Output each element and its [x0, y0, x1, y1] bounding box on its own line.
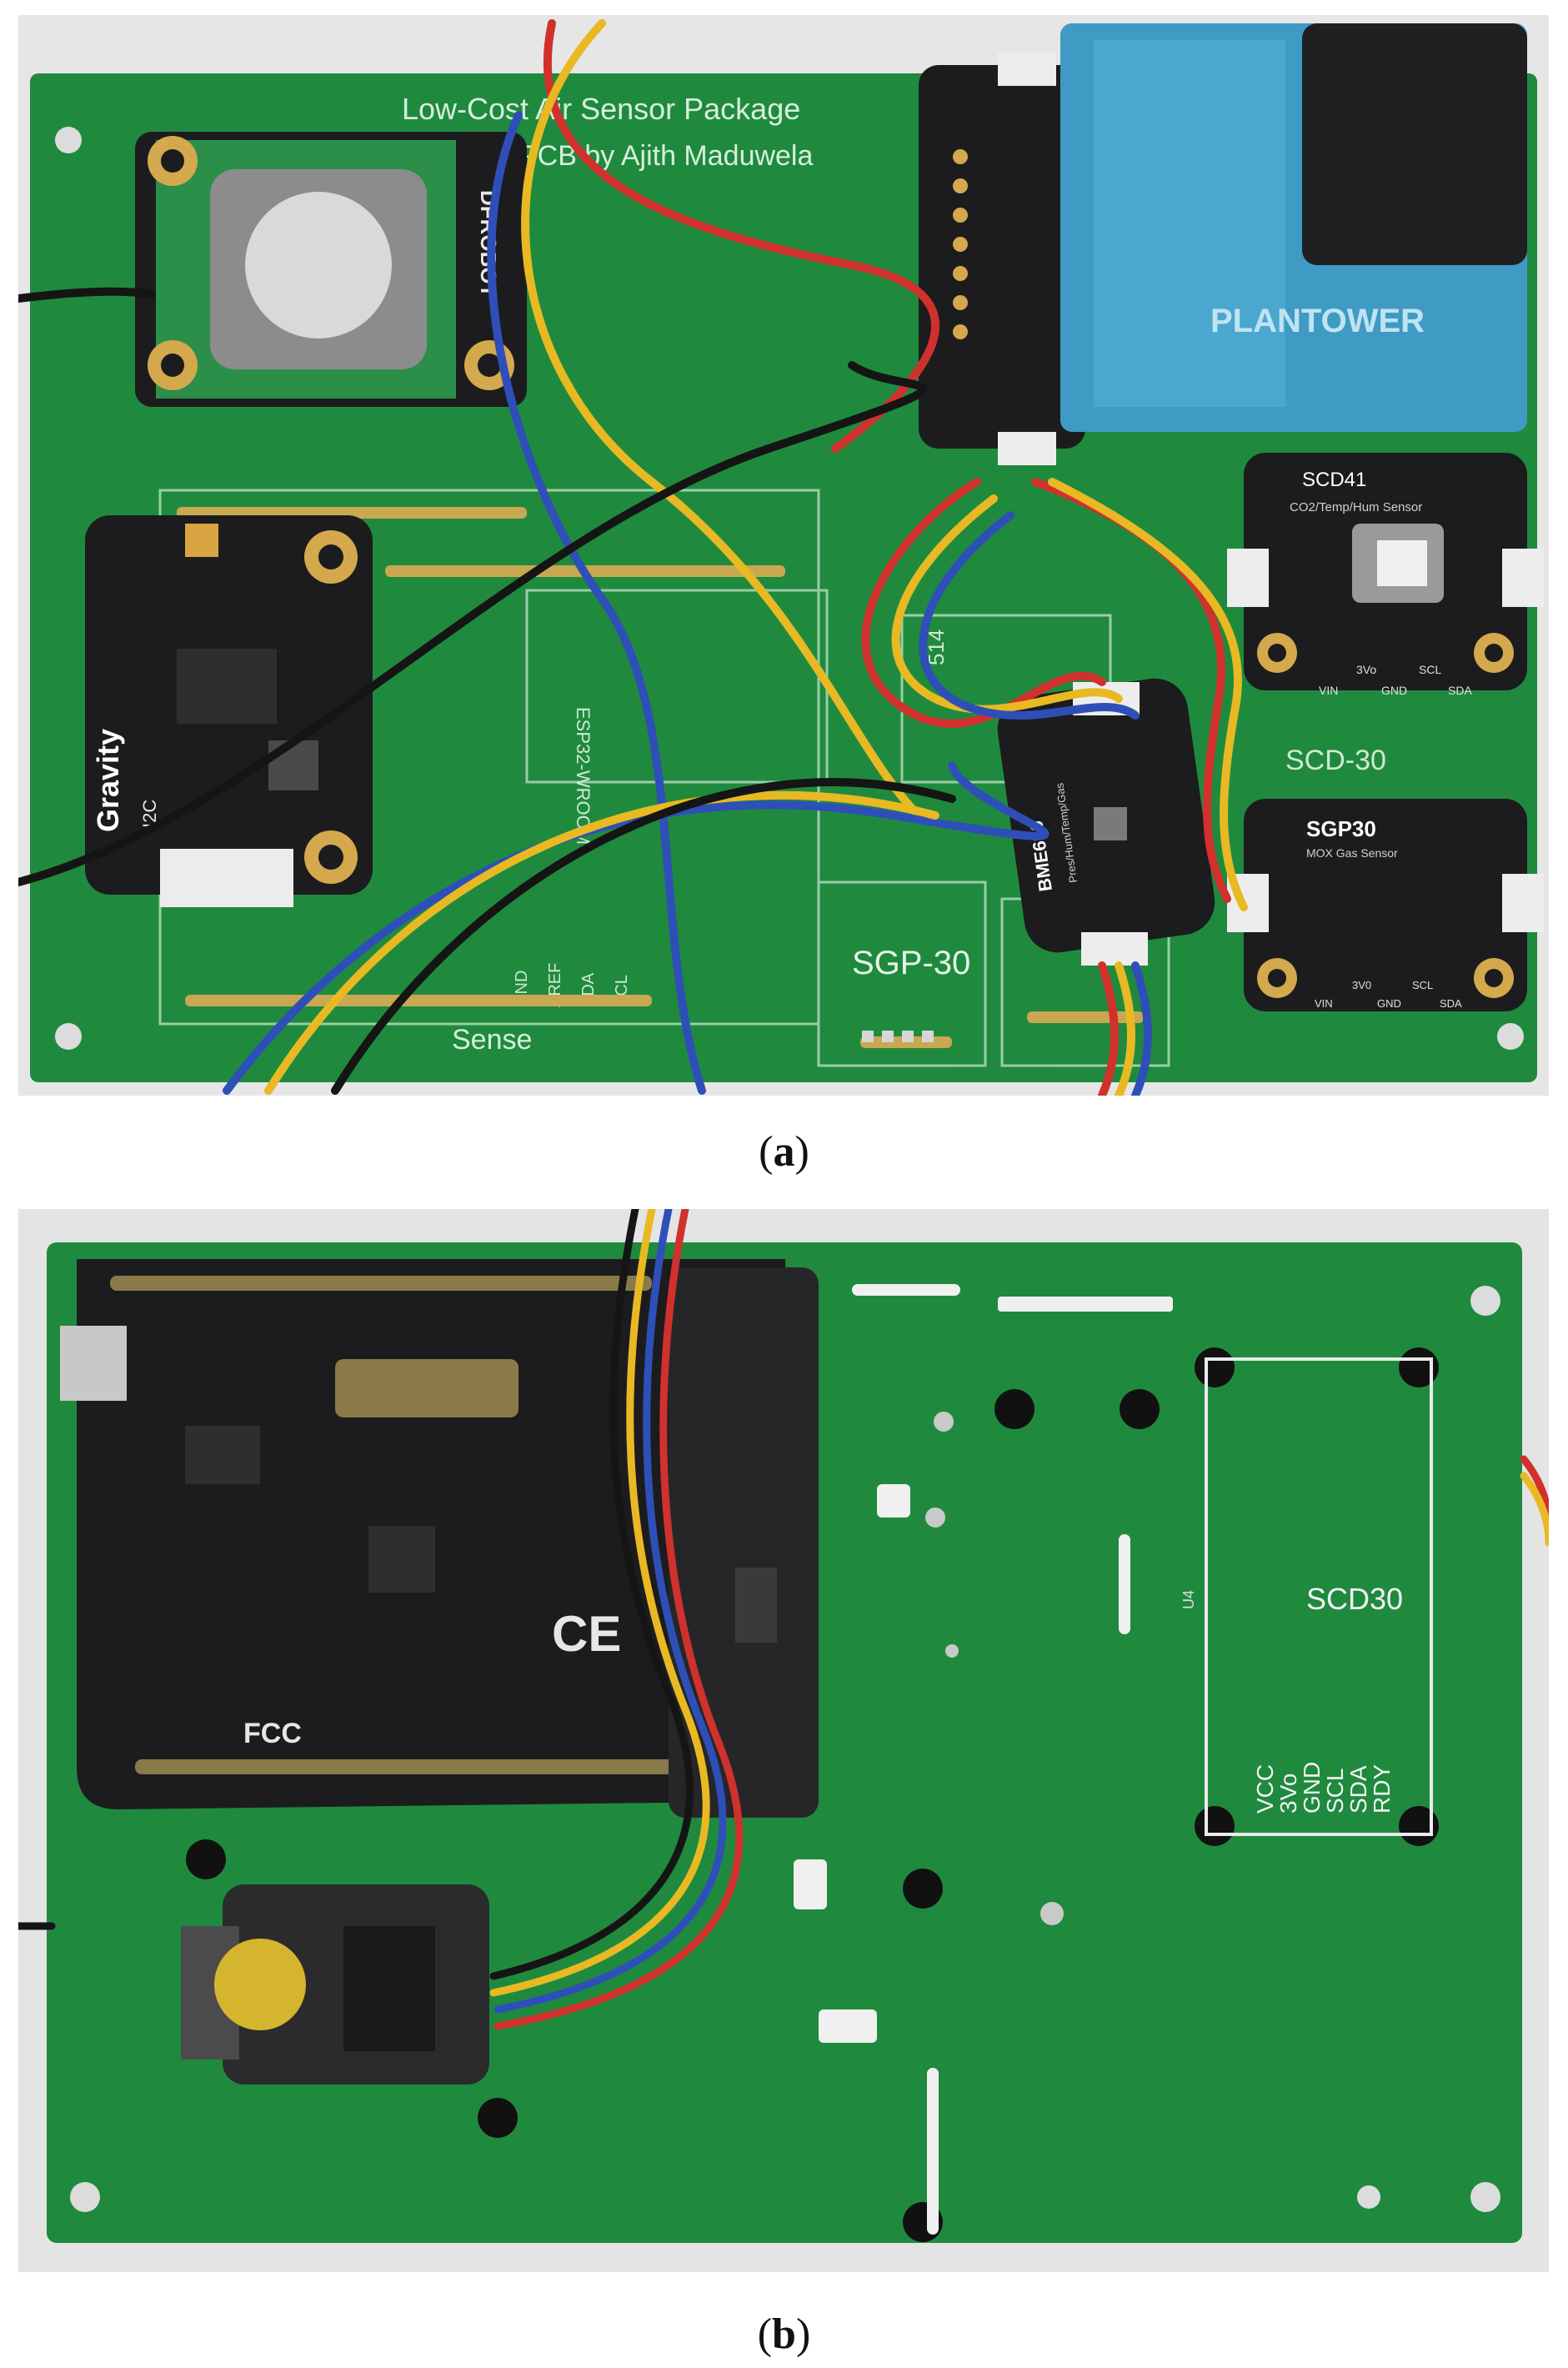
standoff	[478, 2098, 518, 2138]
svg-text:3Vo: 3Vo	[1356, 663, 1376, 676]
fcc-mark: FCC	[243, 1718, 302, 1749]
silk-title-line1: Low-Cost Air Sensor Package	[402, 92, 800, 126]
mounting-hole	[1470, 1286, 1500, 1316]
wire-bundle	[18, 19, 1248, 1096]
pcb-holes	[925, 1412, 1064, 1925]
pcb-bottom-photo: CE FCC SCD30 U4 VCC	[18, 1209, 1549, 2272]
shield-board	[669, 1267, 819, 1818]
mounting-hole	[55, 127, 82, 153]
mounting-hole	[1470, 2182, 1500, 2212]
svg-text:3V0: 3V0	[1352, 979, 1371, 991]
sgp30-module: SGP30 MOX Gas Sensor VIN 3V0 GND SCL SDA	[1227, 799, 1544, 1011]
scd41-label: SCD41	[1302, 469, 1366, 491]
svg-text:RDY: RDY	[1369, 1764, 1395, 1814]
plantower-label: PLANTOWER	[1210, 303, 1425, 339]
pcb-top-photo: Low-Cost Air Sensor Package PCB by Ajith…	[18, 15, 1549, 1096]
silk-sense: Sense	[452, 1024, 532, 1056]
solder-pads	[794, 1284, 1173, 2235]
gravity-label: Gravity	[91, 729, 125, 832]
photo-panel-a: Low-Cost Air Sensor Package PCB by Ajith…	[18, 15, 1549, 1096]
scd30-pin-labels: VCC 3Vo GND SCL SDA RDY	[1252, 1762, 1395, 1814]
silk-title-line2: PCB by Ajith Maduwela	[518, 140, 813, 172]
mounting-hole	[1357, 2185, 1380, 2209]
svg-text:SDA: SDA	[1448, 684, 1472, 697]
wire-bundle	[18, 1209, 1549, 2030]
svg-text:VCC: VCC	[1252, 1764, 1278, 1814]
dfrobot-gas-module: DFROBOT	[135, 132, 527, 407]
svg-text:SCL: SCL	[1419, 663, 1441, 676]
svg-text:GND: GND	[1299, 1762, 1325, 1814]
sgp30-label: SGP30	[1306, 816, 1376, 841]
photo-panel-b: CE FCC SCD30 U4 VCC	[18, 1209, 1549, 2272]
header-pins	[177, 507, 1144, 1048]
caption-a: (a)	[759, 1128, 809, 1176]
rtc-module	[181, 1884, 489, 2085]
svg-text:GND: GND	[1377, 997, 1401, 1010]
sgp30-sub: MOX Gas Sensor	[1306, 846, 1398, 860]
footprint-pads	[862, 1031, 934, 1042]
scd41-pins: VIN 3Vo GND SCL SDA	[1319, 663, 1472, 697]
svg-text:SCL: SCL	[1322, 1768, 1348, 1814]
silk-scd30-label: SCD-30	[1285, 745, 1386, 776]
adafruit-breakout-module	[919, 53, 1085, 465]
bme680-module: BME680 Pres/Hum/Temp/Gas	[997, 678, 1215, 966]
silk-u4: U4	[1180, 1590, 1197, 1609]
scd41-module: SCD41 CO2/Temp/Hum Sensor VIN 3Vo GND SC…	[1227, 453, 1544, 697]
silk-esp32: ESP32-WROOM	[573, 707, 594, 845]
ce-mark: CE	[552, 1606, 621, 1662]
svg-text:GND: GND	[1381, 684, 1407, 697]
caption-b: (b)	[757, 2310, 811, 2358]
scd30-footprint: SCD30 U4 VCC 3Vo GND SCL SDA RDY	[1180, 1357, 1433, 1836]
scd41-sub: CO2/Temp/Hum Sensor	[1290, 500, 1422, 514]
mounting-hole	[1497, 1023, 1524, 1050]
svg-text:VIN: VIN	[1319, 684, 1338, 697]
mounting-hole	[55, 1023, 82, 1050]
silk-sgp30-footprint: SGP-30	[852, 945, 970, 981]
sgp30-pins: VIN 3V0 GND SCL SDA	[1315, 979, 1462, 1010]
mounting-hole	[70, 2182, 100, 2212]
svg-text:VIN: VIN	[1315, 997, 1333, 1010]
svg-text:SCL: SCL	[1412, 979, 1433, 991]
svg-text:SDA: SDA	[1345, 1765, 1371, 1814]
svg-text:SDA: SDA	[1440, 997, 1462, 1010]
gravity-module: Gravity I2C	[85, 515, 373, 907]
silk-scd30: SCD30	[1306, 1582, 1403, 1616]
standoff	[186, 1839, 226, 1879]
plantower-pm-sensor: PLANTOWER	[1060, 23, 1527, 432]
svg-text:3Vo: 3Vo	[1275, 1773, 1301, 1814]
